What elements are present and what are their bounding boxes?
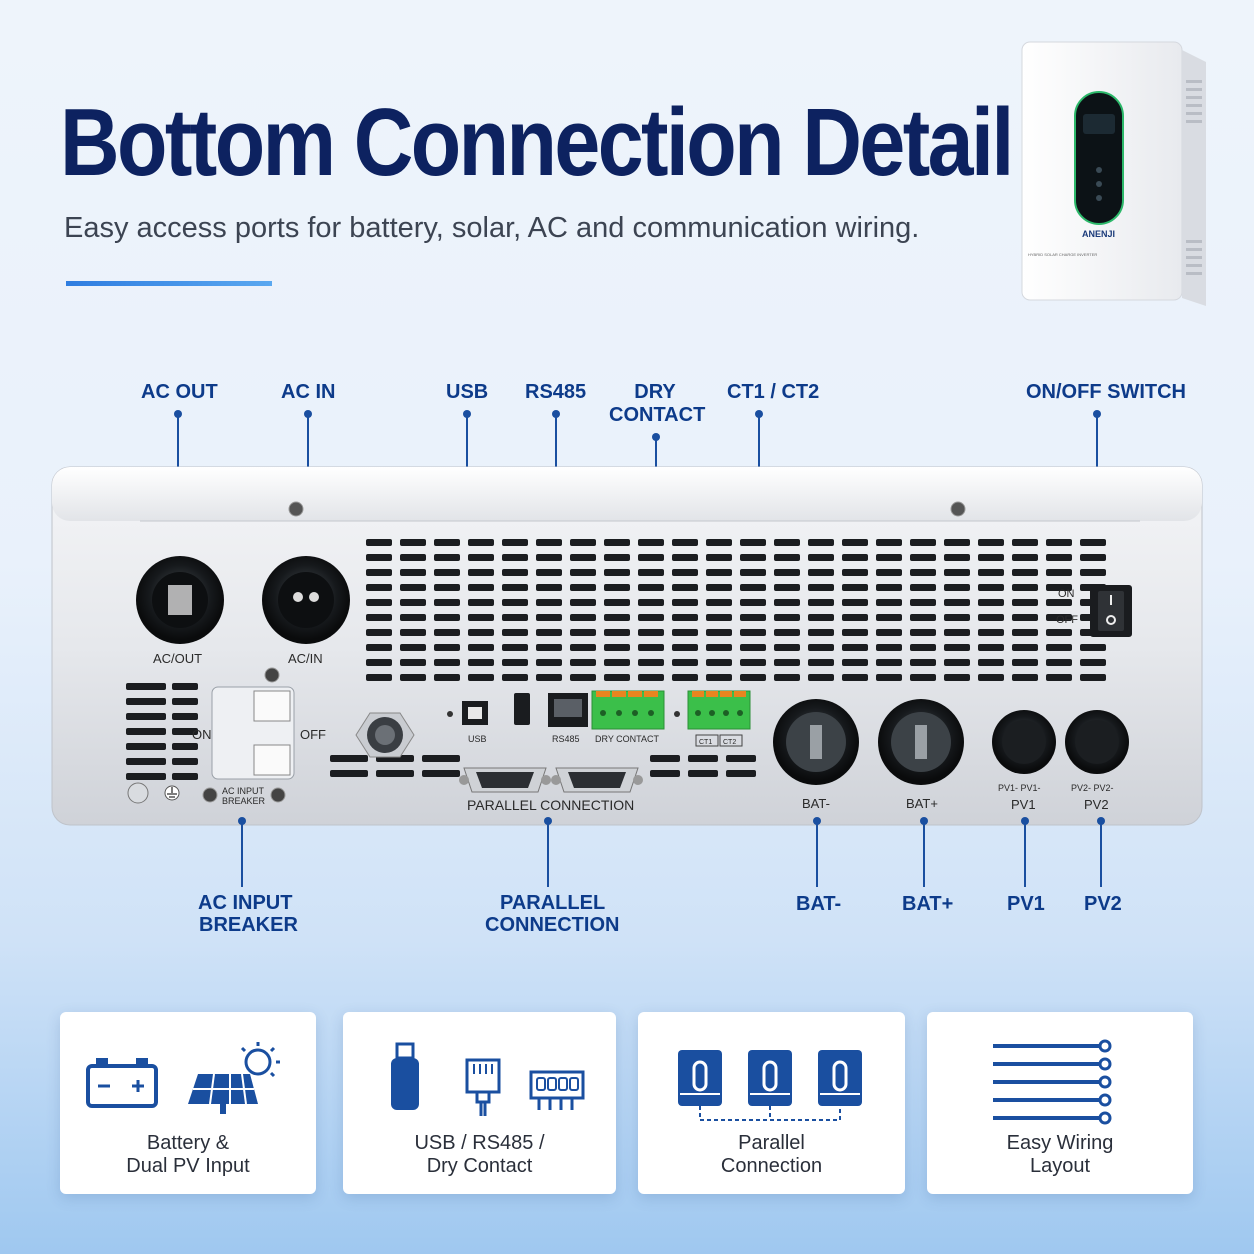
usb-icon <box>391 1042 419 1110</box>
terminal-block-icon <box>529 1070 585 1110</box>
leader-line <box>923 821 925 887</box>
ground-symbol-icon <box>127 782 180 804</box>
feature-caption-line1: USB / RS485 / <box>414 1132 545 1154</box>
callout-dry-contact-1: DRY <box>634 381 676 403</box>
leader-line <box>241 821 243 887</box>
leader-line <box>816 821 818 887</box>
pv2-small-panel-label: PV2- PV2- <box>1071 783 1114 793</box>
solar-panel-icon <box>188 1042 280 1114</box>
pv1-small-panel-label: PV1- PV1- <box>998 783 1041 793</box>
callout-bat-pos: BAT+ <box>902 893 954 915</box>
callout-bat-neg: BAT- <box>796 893 842 915</box>
callout-rs485: RS485 <box>525 381 587 403</box>
callout-breaker-1: AC INPUT <box>198 892 293 914</box>
product-image: ANENJI HYBRID SOLAR CHARGE INVERTER <box>1021 41 1206 306</box>
bat-neg-panel-label: BAT- <box>802 796 830 811</box>
feature-caption-line1: Battery & <box>146 1132 230 1154</box>
usb-a-port <box>514 693 530 725</box>
feature-card-battery-pv: Battery &Dual PV Input <box>60 1012 316 1194</box>
switch-on-label: ON <box>1058 588 1075 600</box>
wiring-lines-icon <box>993 1039 1112 1125</box>
feature-caption-line2: Dry Contact <box>426 1155 533 1177</box>
product-brand: ANENJI <box>1082 229 1115 239</box>
pv1-panel-label: PV1 <box>1011 797 1036 812</box>
rs485-port <box>548 693 588 727</box>
feature-caption-line1: Easy Wiring <box>1006 1132 1114 1154</box>
callout-parallel-2: CONNECTION <box>485 914 620 936</box>
feature-card-comm: USB / RS485 /Dry Contact <box>343 1012 616 1194</box>
feature-caption-line1: Parallel <box>738 1132 805 1154</box>
ac-out-panel-label: AC/OUT <box>153 651 202 666</box>
accent-divider <box>66 281 272 286</box>
ac-in-port <box>262 556 350 644</box>
battery-icon <box>86 1058 158 1108</box>
leader-line <box>1024 821 1026 887</box>
ac-input-breaker <box>211 686 295 780</box>
breaker-panel-label-1: AC INPUT <box>222 786 265 796</box>
round-comm-connector <box>355 712 415 758</box>
pv1-port <box>992 710 1056 774</box>
page-title: Bottom Connection Detail <box>60 89 1014 196</box>
parallel-port-1 <box>459 767 551 793</box>
callout-ac-out: AC OUT <box>141 381 218 403</box>
ac-in-panel-label: AC/IN <box>288 651 323 666</box>
bat-pos-panel-label: BAT+ <box>906 796 938 811</box>
page-subtitle: Easy access ports for battery, solar, AC… <box>64 212 920 244</box>
feature-caption-line2: Dual PV Input <box>126 1155 250 1177</box>
ct1-panel-label: CT1 <box>699 739 712 746</box>
leader-line <box>547 821 549 887</box>
ac-out-port <box>136 556 224 644</box>
callout-breaker-2: BREAKER <box>199 914 298 936</box>
feature-caption-line2: Layout <box>1029 1155 1091 1177</box>
inverter-parallel-icon <box>678 1050 862 1121</box>
usb-panel-label: USB <box>468 734 487 744</box>
ct-terminal <box>687 690 751 747</box>
callout-pv2: PV2 <box>1084 893 1122 915</box>
dry-contact-panel-label: DRY CONTACT <box>595 734 660 744</box>
rs485-panel-label: RS485 <box>552 734 580 744</box>
product-model-text: HYBRID SOLAR CHARGE INVERTER <box>1028 252 1097 257</box>
leader-line <box>1100 821 1102 887</box>
callout-dry-contact-2: CONTACT <box>609 404 706 426</box>
pv2-port <box>1065 710 1129 774</box>
power-switch <box>1090 585 1132 637</box>
callout-ct: CT1 / CT2 <box>727 381 820 403</box>
bat-pos-port <box>878 699 964 785</box>
breaker-panel-label-2: BREAKER <box>222 796 266 806</box>
inverter-bottom-panel: AC/OUT AC/IN ON OFF AC INPUT BREAKER USB… <box>51 466 1203 826</box>
breaker-on-label: ON <box>192 727 212 742</box>
ct2-panel-label: CT2 <box>723 739 736 746</box>
dry-contact-terminal <box>591 690 665 730</box>
callout-pv1: PV1 <box>1007 893 1045 915</box>
breaker-off-label: OFF <box>300 727 326 742</box>
parallel-port-2 <box>551 767 643 793</box>
usb-port <box>462 701 488 725</box>
callout-usb: USB <box>446 381 489 403</box>
parallel-panel-label: PARALLEL CONNECTION <box>467 797 634 813</box>
switch-off-label: OFF <box>1056 614 1078 626</box>
bat-neg-port <box>773 699 859 785</box>
callout-ac-in: AC IN <box>281 381 336 403</box>
rj45-icon <box>465 1058 501 1116</box>
pv2-panel-label: PV2 <box>1084 797 1109 812</box>
callout-switch: ON/OFF SWITCH <box>1026 381 1186 403</box>
callout-parallel-1: PARALLEL <box>500 892 606 914</box>
feature-caption-line2: Connection <box>720 1155 823 1177</box>
